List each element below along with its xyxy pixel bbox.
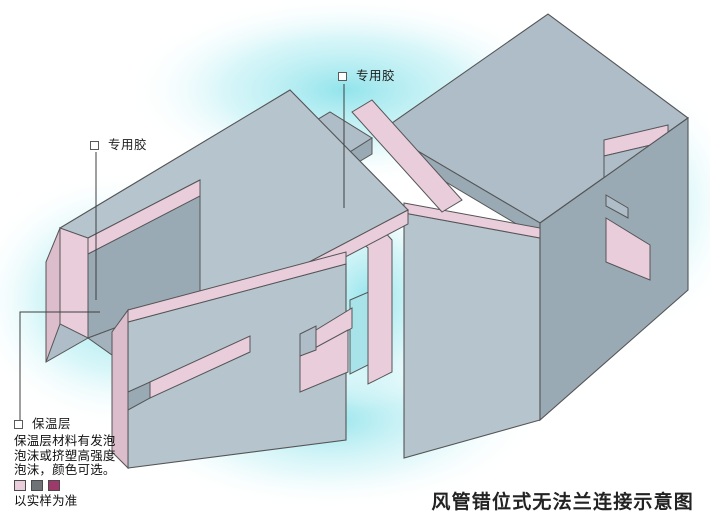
duct-section-right [380, 13, 689, 459]
square-outline-icon [90, 140, 99, 150]
legend-note-line-2: 泡沫或挤塑高强度 [14, 447, 116, 463]
joint-insulation-lap-upper [351, 99, 463, 213]
right-end-notch-insulation-lower [605, 217, 651, 281]
pink-foam-swatch [14, 479, 26, 491]
annotation-glue-2-label: 专用胶 [356, 68, 396, 83]
center-step-insulation-lower [299, 329, 349, 393]
right-front-panel [403, 212, 541, 459]
magenta-foam-swatch [48, 479, 60, 491]
annotation-insulation-label: 保温层 [32, 416, 72, 431]
right-end-notch-step [605, 194, 629, 219]
legend-note-line-3: 泡沫，颜色可选。 [14, 462, 116, 477]
annotation-glue-1: 专用胶 [90, 137, 148, 152]
gray-foam-swatch [31, 479, 43, 491]
left-bottom-step-face [127, 381, 151, 411]
left-interior-top-insulation [87, 179, 201, 255]
figure-title: 风管错位式无法兰连接示意图 [431, 491, 694, 513]
legend-note-block: 保温层材料有发泡 泡沫或挤塑高强度 泡沫，颜色可选。 以实样为准 [14, 433, 174, 508]
annotation-glue-2: 专用胶 [338, 68, 396, 83]
annotation-glue-1-label: 专用胶 [108, 137, 148, 152]
duct-section-left [45, 89, 409, 470]
color-swatch-row [14, 479, 174, 491]
leader-insulation [19, 311, 100, 424]
legend-footer-text: 以实样为准 [14, 492, 78, 508]
left-front-panel-left-edge [111, 308, 129, 470]
square-outline-icon [338, 71, 347, 81]
leader-lines [19, 84, 345, 424]
center-bottom-step-detail [299, 307, 353, 393]
right-side-panel [539, 116, 689, 422]
square-outline-icon [14, 419, 23, 429]
left-end-insulation [59, 227, 89, 339]
legend-note-line-1: 保温层材料有发泡 [14, 433, 116, 448]
center-step-face [299, 325, 317, 357]
left-end-insulation-shade [45, 227, 61, 363]
annotation-insulation: 保温层 [14, 416, 72, 431]
